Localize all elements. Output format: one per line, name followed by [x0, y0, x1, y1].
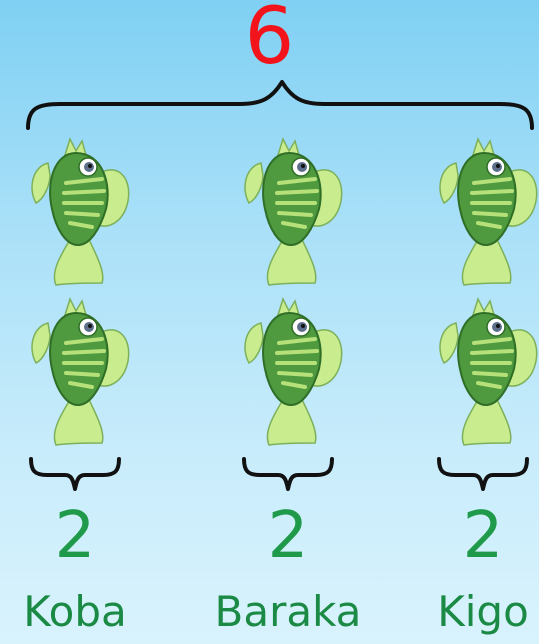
fish-icon: [31, 137, 130, 286]
total-brace: [26, 80, 534, 130]
fish-icon: [244, 137, 343, 286]
group-brace: [437, 457, 529, 491]
fish-icon: [439, 137, 538, 286]
group-count: 2: [267, 499, 309, 573]
group-brace: [29, 457, 121, 491]
group-name: Kigo: [437, 587, 529, 636]
group-kigo: 2 Kigo: [418, 125, 539, 640]
group-name: Baraka: [214, 587, 362, 636]
group-count: 2: [54, 499, 96, 573]
group-koba: 2 Koba: [10, 125, 140, 640]
group-name: Koba: [23, 587, 127, 636]
group-brace: [242, 457, 334, 491]
total-label: 6: [244, 0, 295, 82]
fish-icon: [244, 297, 343, 446]
group-count: 2: [462, 499, 504, 573]
fish-icon: [439, 297, 538, 446]
group-baraka: 2 Baraka: [215, 125, 361, 640]
fish-icon: [31, 297, 130, 446]
